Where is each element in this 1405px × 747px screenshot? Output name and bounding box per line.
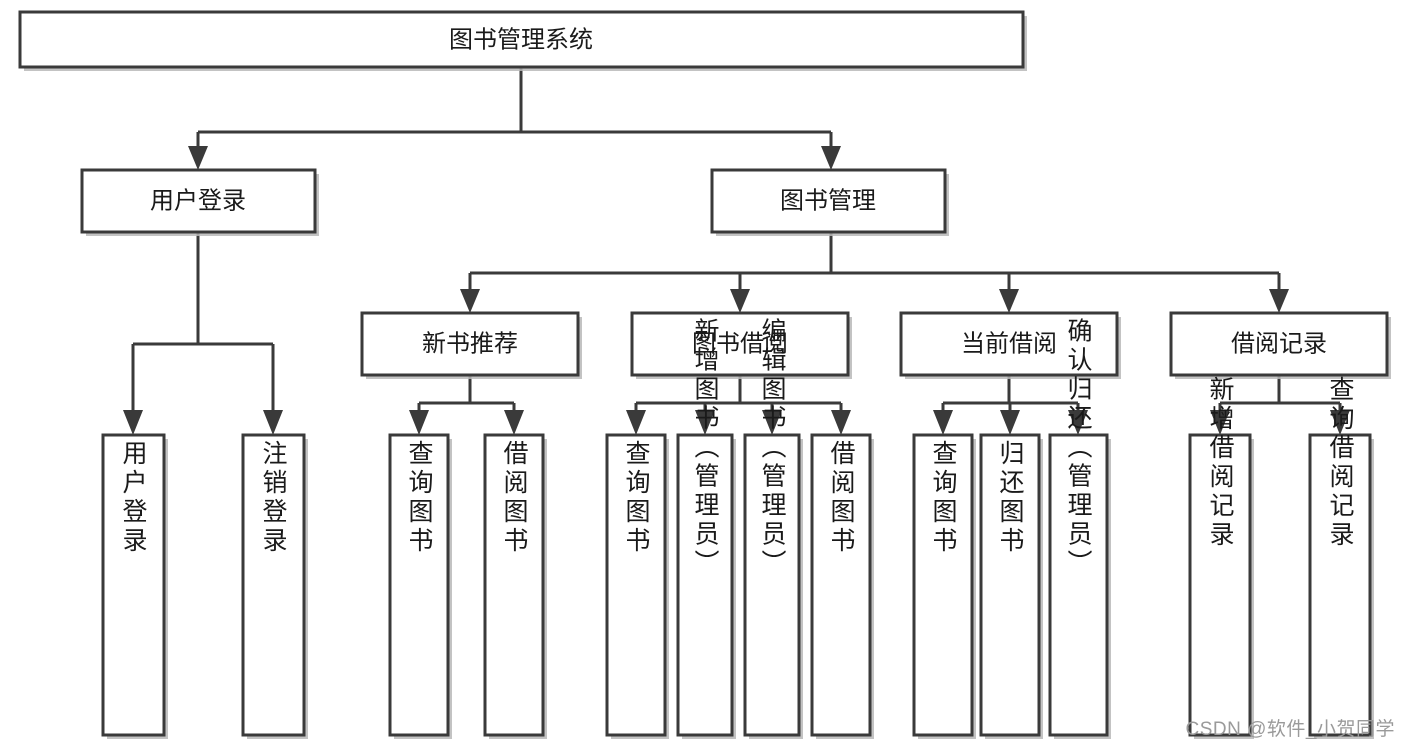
node-root-rect [18, 10, 1025, 69]
node-leaf-user-login-rect [101, 433, 166, 737]
node-leaf-return-book-label: 归还图书 [996, 440, 1025, 556]
node-leaf-borrow-book-2[interactable]: 借阅图书 [810, 433, 874, 739]
node-leaf-query-book-2[interactable]: 查询图书 [605, 433, 669, 739]
node-root[interactable]: 图书管理系统 [18, 10, 1027, 71]
node-leaf-borrow-book-1-rect [483, 433, 545, 737]
node-book-borrow[interactable]: 图书借阅 [630, 311, 852, 379]
node-leaf-confirm-return[interactable]: 确认归还（管理员） [1048, 318, 1111, 740]
node-leaf-add-book-label: 新增图书（管理员） [691, 318, 720, 579]
arrow-book-borrow-leaf-1 [626, 410, 646, 435]
arrow-root-to-book-manage [821, 146, 841, 170]
node-leaf-return-book-rect [979, 433, 1041, 737]
node-leaf-borrow-book-1[interactable]: 借阅图书 [483, 433, 547, 739]
node-leaf-edit-book[interactable]: 编辑图书（管理员） [743, 318, 803, 740]
node-leaf-user-logout[interactable]: 注销登录 [241, 433, 308, 739]
arrow-user-login-leaf-1 [123, 410, 143, 435]
node-leaf-add-record[interactable]: 新增借阅记录 [1188, 376, 1254, 739]
arrow-book-borrow-leaf-2 [695, 410, 715, 435]
node-user-login[interactable]: 用户登录 [80, 168, 319, 236]
node-leaf-query-book-2-label: 查询图书 [622, 440, 651, 556]
node-book-manage[interactable]: 图书管理 [710, 168, 949, 236]
node-leaf-user-logout-label: 注销登录 [259, 440, 288, 556]
node-leaf-query-book-3-label: 查询图书 [929, 440, 958, 556]
node-user-login-rect [80, 168, 317, 234]
node-leaf-edit-book-label: 编辑图书（管理员） [758, 318, 787, 579]
arrow-book-manage-to-new-book-rec [460, 289, 480, 313]
node-leaf-user-login-label: 用户登录 [119, 440, 148, 556]
node-leaf-add-record-label: 新增借阅记录 [1206, 376, 1235, 550]
node-leaf-query-record[interactable]: 查询借阅记录 [1308, 376, 1374, 739]
node-leaf-confirm-return-rect [1048, 433, 1109, 737]
node-leaf-add-book[interactable]: 新增图书（管理员） [676, 318, 736, 740]
arrow-borrow-record-leaf-2 [1330, 410, 1350, 435]
node-user-login-label: 用户登录 [150, 187, 246, 214]
node-current-borrow-rect [899, 311, 1119, 377]
node-leaf-return-book[interactable]: 归还图书 [979, 433, 1043, 739]
node-leaf-query-book-3[interactable]: 查询图书 [912, 433, 976, 739]
arrow-user-login-leaf-2 [263, 410, 283, 435]
arrow-book-borrow-leaf-3 [762, 410, 782, 435]
node-root-label: 图书管理系统 [449, 26, 593, 53]
arrow-current-borrow-leaf-1 [933, 410, 953, 435]
node-current-borrow[interactable]: 当前借阅 [899, 311, 1121, 379]
arrow-book-manage-to-borrow-record [1269, 289, 1289, 313]
node-leaf-query-book-1[interactable]: 查询图书 [388, 433, 452, 739]
node-book-manage-rect [710, 168, 947, 234]
node-new-book-rec[interactable]: 新书推荐 [360, 311, 582, 379]
node-leaf-query-book-3-rect [912, 433, 974, 737]
node-leaf-query-book-2-rect [605, 433, 667, 737]
node-leaf-borrow-book-2-label: 借阅图书 [827, 440, 856, 556]
node-new-book-rec-label: 新书推荐 [422, 330, 518, 357]
node-book-manage-label: 图书管理 [780, 187, 876, 214]
node-leaf-confirm-return-label: 确认归还（管理员） [1064, 318, 1093, 579]
node-book-borrow-rect [630, 311, 850, 377]
watermark: CSDN @软件_小贺同学 [1185, 719, 1395, 740]
arrow-current-borrow-leaf-3 [1068, 410, 1088, 435]
node-borrow-record-rect [1169, 311, 1389, 377]
arrow-root-to-user-login [188, 146, 208, 170]
arrow-borrow-record-leaf-1 [1210, 410, 1230, 435]
node-borrow-record-label: 借阅记录 [1231, 330, 1327, 357]
node-current-borrow-label: 当前借阅 [961, 330, 1057, 357]
arrow-book-borrow-leaf-4 [831, 410, 851, 435]
node-leaf-borrow-book-2-rect [810, 433, 872, 737]
arrow-new-book-rec-leaf-2 [504, 410, 524, 435]
node-leaf-borrow-book-1-label: 借阅图书 [500, 440, 529, 556]
node-leaf-add-record-rect [1188, 433, 1252, 737]
node-borrow-record[interactable]: 借阅记录 [1169, 311, 1391, 379]
node-leaf-edit-book-rect [743, 433, 801, 737]
node-leaf-user-login[interactable]: 用户登录 [101, 433, 168, 739]
node-new-book-rec-rect [360, 311, 580, 377]
node-leaf-query-book-1-rect [388, 433, 450, 737]
node-leaf-query-record-label: 查询借阅记录 [1326, 376, 1355, 550]
node-leaf-query-book-1-label: 查询图书 [405, 440, 434, 556]
node-leaf-user-logout-rect [241, 433, 306, 737]
connector-layer [123, 67, 1350, 435]
arrow-current-borrow-leaf-2 [1000, 410, 1020, 435]
node-book-borrow-label: 图书借阅 [692, 330, 788, 357]
node-leaf-query-record-rect [1308, 433, 1372, 737]
arrow-new-book-rec-leaf-1 [409, 410, 429, 435]
arrow-book-manage-to-current-borrow [999, 289, 1019, 313]
node-leaf-add-book-rect [676, 433, 734, 737]
arrow-book-manage-to-book-borrow [730, 289, 750, 313]
